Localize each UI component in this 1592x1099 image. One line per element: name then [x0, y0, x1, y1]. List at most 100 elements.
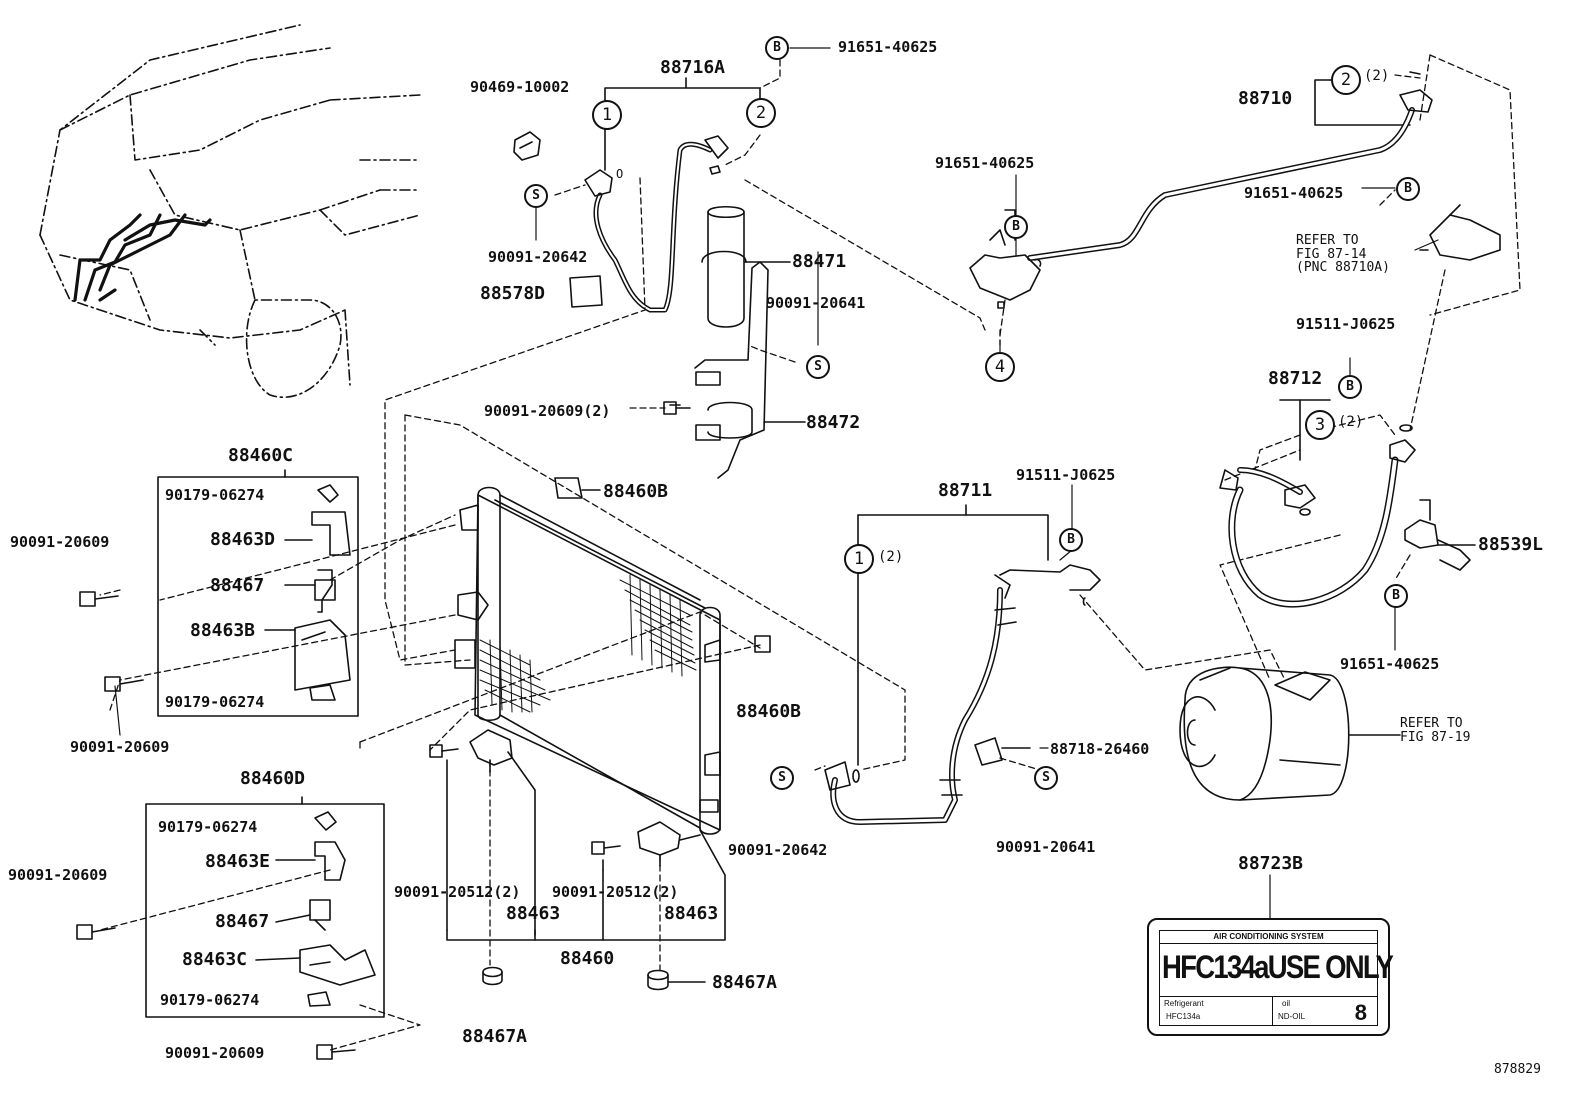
part-label: 88716A — [660, 57, 726, 78]
solid-leaders — [114, 47, 1439, 919]
part-label: 90091-20512(2) — [552, 885, 678, 900]
caution-label-frame: AIR CONDITIONING SYSTEM HFC134aUSE ONLY … — [1159, 930, 1394, 1026]
label-system-title: AIR CONDITIONING SYSTEM — [1160, 932, 1377, 944]
hose-88716A — [584, 77, 761, 313]
diagram-id: 878829 — [1494, 1062, 1541, 1077]
key-number-1: 1 — [592, 100, 622, 130]
part-label: 91651-40625 — [1340, 655, 1440, 673]
label-refrigerant: Refrigerant — [1164, 999, 1204, 1008]
label-divider — [1272, 997, 1273, 1025]
part-label: 90091-20609 — [165, 1044, 265, 1062]
box-88460D — [145, 796, 385, 1018]
part-label: 88471 — [792, 251, 847, 272]
part-label: 91511-J0625 — [1016, 466, 1116, 484]
part-label: 88467 — [215, 911, 270, 932]
part-label: 88460C — [228, 445, 294, 466]
group-leaders-88460 — [446, 759, 726, 941]
cushion-88467A — [482, 966, 706, 991]
quantity: (2) — [493, 883, 521, 901]
label-main-text: HFC134aUSE ONLY — [1162, 949, 1394, 985]
quantity: (2) — [651, 883, 679, 901]
desiccant-88578D — [569, 275, 603, 308]
part-label: 88467A — [712, 972, 778, 993]
part-number: 90091-20512 — [552, 883, 652, 901]
part-label: 90179-06274 — [165, 486, 265, 504]
part-label: 90091-20609(2) — [484, 404, 610, 419]
s-symbol: S — [524, 184, 548, 208]
part-label: 88463B — [190, 620, 256, 641]
part-label: 88463 — [506, 903, 561, 924]
label-oil: oil — [1282, 999, 1291, 1008]
b-symbol: B — [1059, 528, 1083, 552]
quantity: (2) — [1338, 414, 1364, 430]
part-label: 88539L — [1478, 534, 1544, 555]
part-label: 88463C — [182, 949, 248, 970]
part-label: 90469-10002 — [470, 78, 570, 96]
quantity: (2) — [583, 402, 611, 420]
key-number-2: 2 — [1331, 65, 1361, 95]
o-ring-mark: O — [616, 167, 624, 181]
hose-88712 — [1219, 399, 1416, 608]
key-number-2: 2 — [746, 98, 776, 128]
part-label: 91511-J0625 — [1296, 315, 1396, 333]
bolt-small — [663, 401, 691, 415]
receiver-88471 — [707, 205, 791, 328]
part-label: 90179-06274 — [160, 991, 260, 1009]
bracket-88463-left — [469, 729, 536, 936]
bracket-88472 — [669, 250, 806, 479]
condenser-fins — [479, 574, 697, 713]
part-label: 88578D — [480, 283, 546, 304]
part-number: 90091-20512 — [394, 883, 494, 901]
bolts-90091-20512 — [429, 744, 621, 855]
part-label: 88712 — [1268, 368, 1323, 389]
quantity: (2) — [1364, 68, 1390, 84]
part-label: 88718-26460 — [1050, 740, 1150, 758]
box-88460C — [157, 469, 359, 717]
vehicle-outline — [39, 24, 421, 398]
part-label: 90091-20512(2) — [394, 885, 520, 900]
part-label: 90091-20641 — [766, 294, 866, 312]
part-label: 88460B — [603, 481, 669, 502]
part-label: 88463E — [205, 851, 271, 872]
seal-88460B — [554, 477, 771, 653]
part-label: 88460B — [736, 701, 802, 722]
valve-88539L — [1404, 499, 1476, 571]
part-label: 90091-20642 — [728, 841, 828, 859]
bolts-left — [76, 591, 356, 1060]
b-symbol: B — [1396, 177, 1420, 201]
quantity: (2) — [878, 549, 904, 565]
compressor — [1179, 666, 1401, 801]
label-oil-number: 8 — [1354, 1000, 1367, 1025]
clip-90469-10002 — [513, 131, 541, 161]
part-label: 88710 — [1238, 88, 1293, 109]
s-symbol: S — [770, 766, 794, 790]
part-label: 90091-20609 — [10, 533, 110, 551]
b-symbol: B — [765, 36, 789, 60]
part-label: 88711 — [938, 480, 993, 501]
part-label: 91651-40625 — [838, 38, 938, 56]
part-label: 91651-40625 — [1244, 184, 1344, 202]
key-number-1: 1 — [844, 544, 874, 574]
part-label: 91651-40625 — [935, 154, 1035, 172]
label-oil-value: ND-OIL — [1278, 1012, 1306, 1021]
reference-note: REFER TO FIG 87-14 (PNC 88710A) — [1296, 233, 1390, 276]
s-symbol: S — [806, 355, 830, 379]
part-label: 90091-20609 — [8, 866, 108, 884]
key-number-3: 3 — [1305, 410, 1335, 440]
key-number-4: 4 — [985, 352, 1015, 382]
part-label: 90091-20641 — [996, 838, 1096, 856]
label-refrigerant-value: HFC134a — [1166, 1012, 1201, 1021]
bracket-88463-right — [637, 821, 701, 867]
b-symbol: B — [1384, 584, 1408, 608]
vehicle-ac-lines-highlight — [73, 213, 212, 302]
b-symbol: B — [1004, 215, 1028, 239]
part-label: 88467 — [210, 575, 265, 596]
b-symbol: B — [1338, 375, 1362, 399]
part-label: 90179-06274 — [165, 693, 265, 711]
part-label: 90179-06274 — [158, 818, 258, 836]
part-label: 88463D — [210, 529, 276, 550]
caution-label: AIR CONDITIONING SYSTEM HFC134aUSE ONLY … — [1147, 918, 1394, 1036]
dashed-leaders — [99, 54, 1521, 1051]
